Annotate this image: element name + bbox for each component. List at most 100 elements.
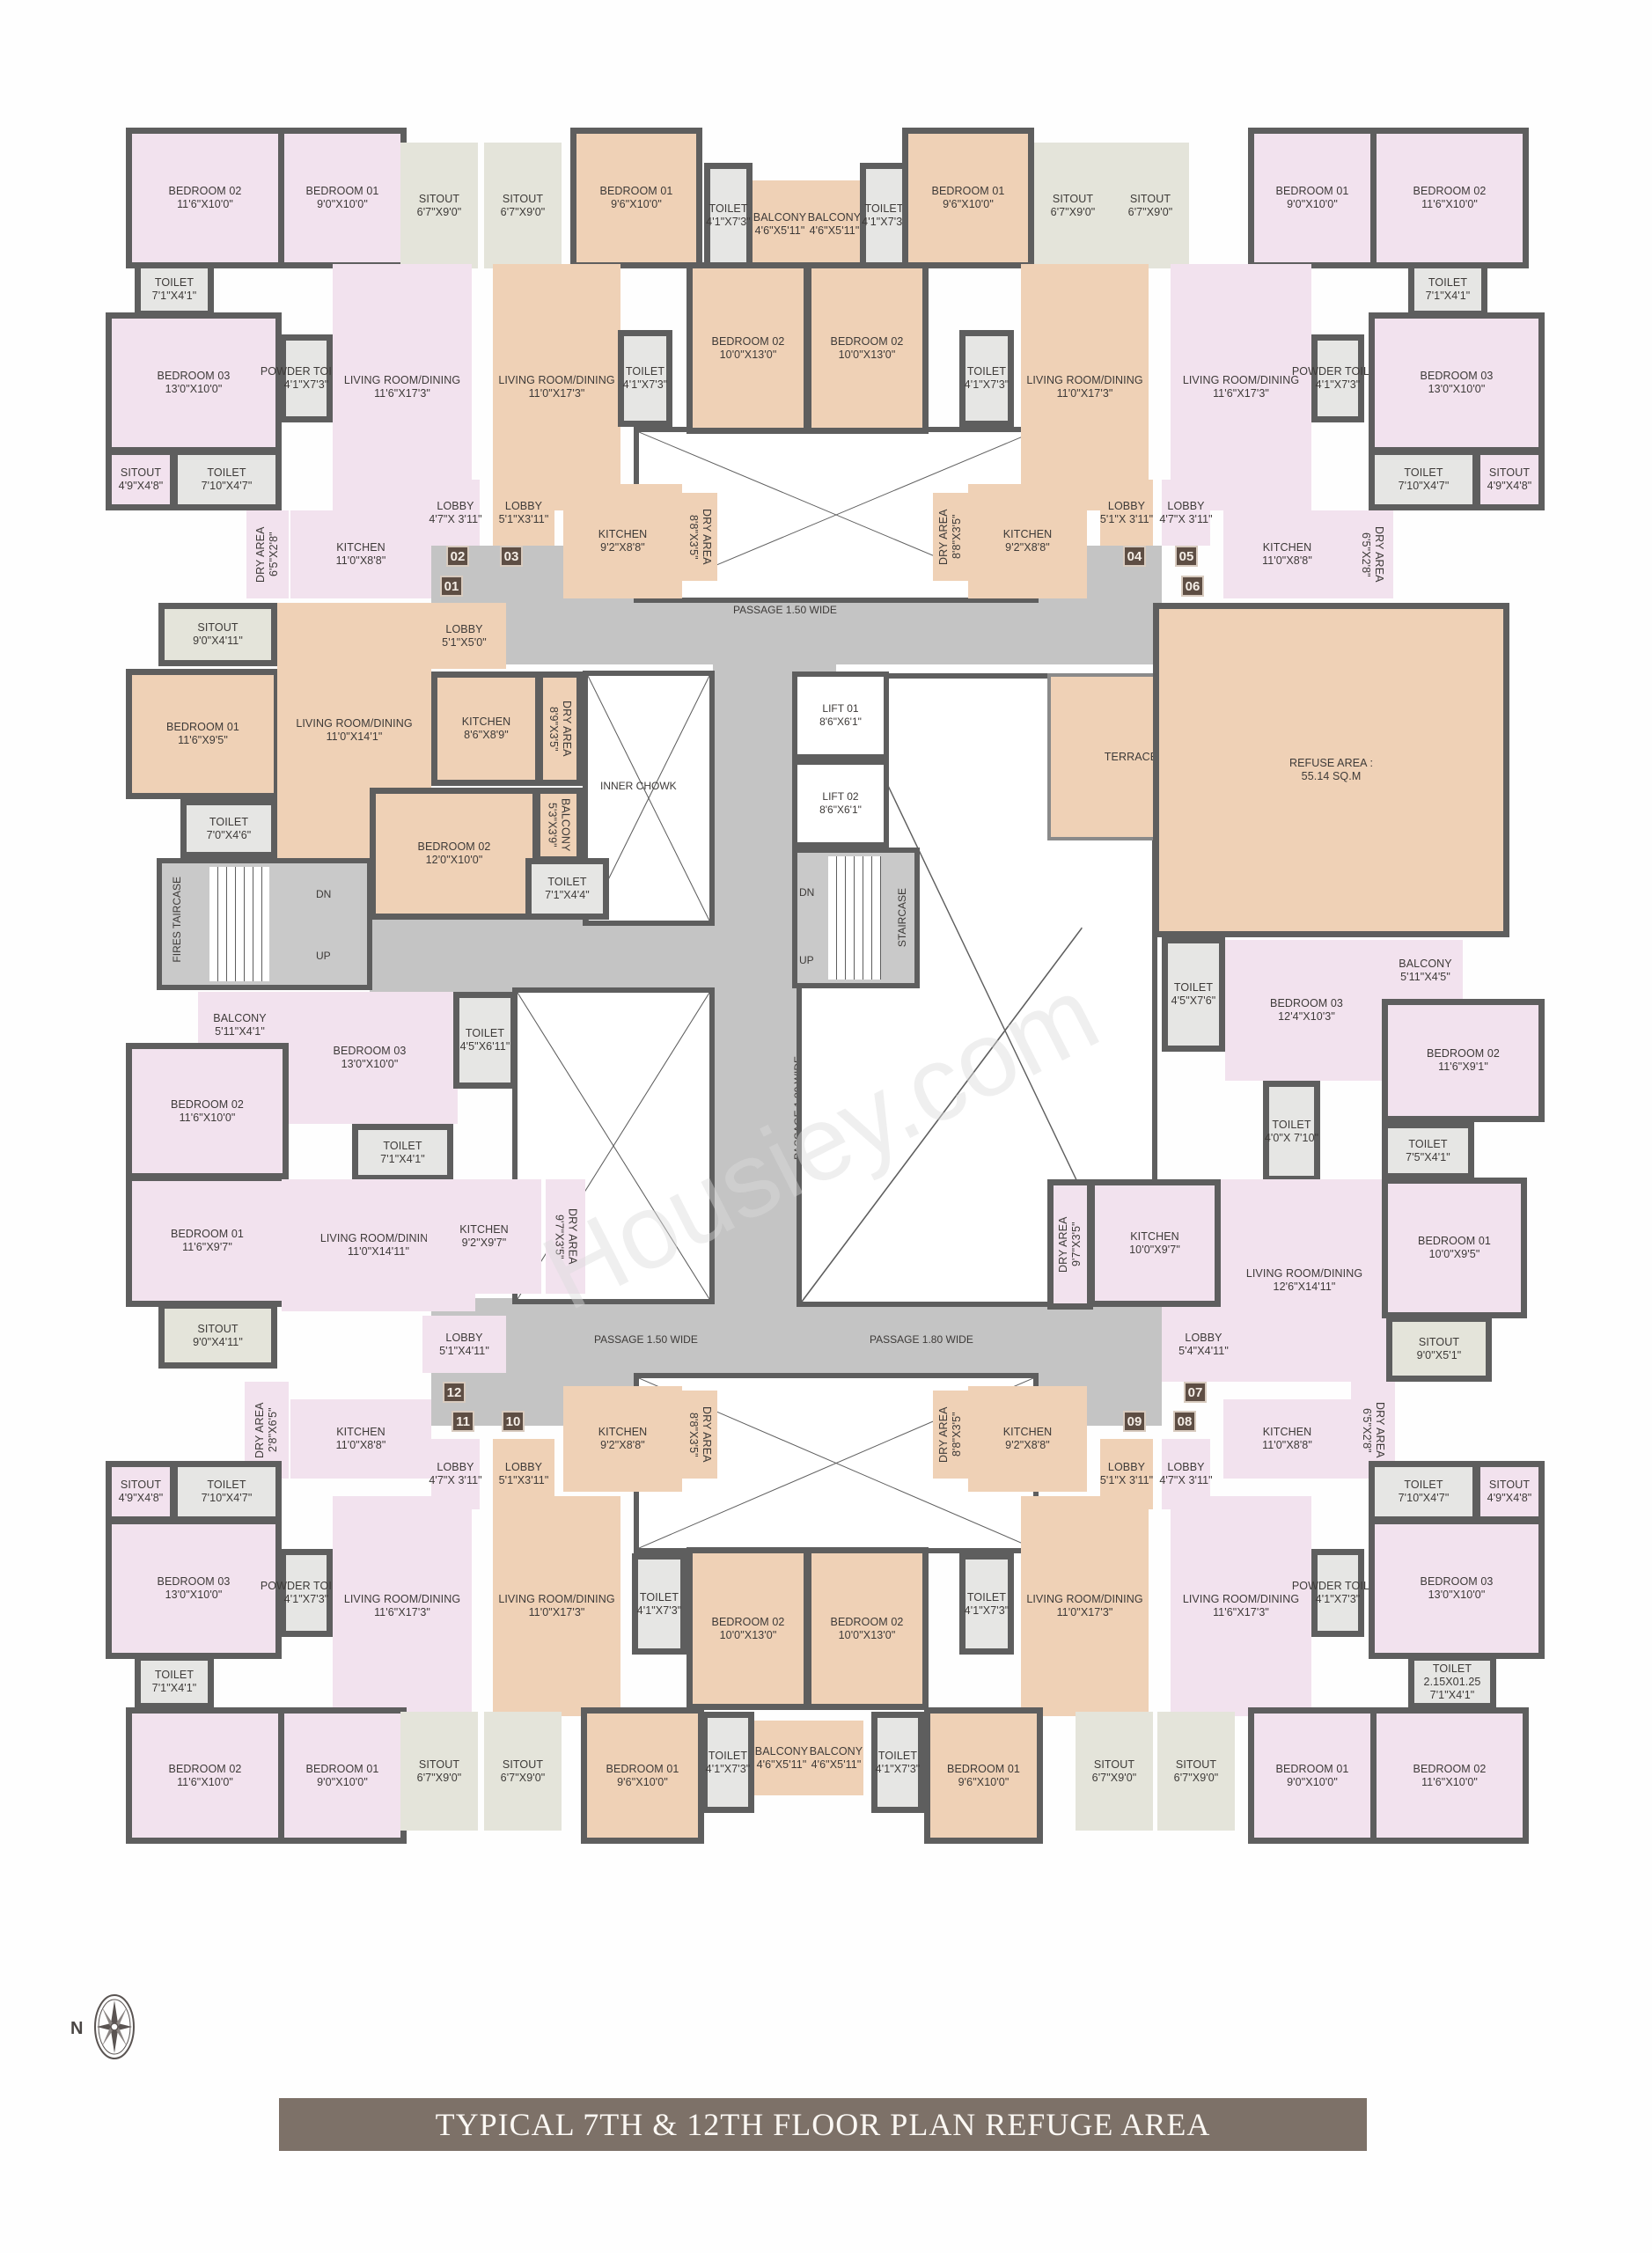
plan-title: TYPICAL 7TH & 12TH FLOOR PLAN REFUGE ARE… — [435, 2107, 1211, 2142]
compass-rose-icon — [93, 1993, 136, 2065]
passage-label-bottom-right: PASSAGE 1.80 WIDE — [870, 1333, 973, 1346]
passage-label-top: PASSAGE 1.50 WIDE — [733, 604, 837, 616]
unit-badge-04: 04 — [1123, 546, 1146, 567]
staircase-label: STAIRCASE — [896, 888, 908, 948]
unit-badge-08: 08 — [1173, 1411, 1196, 1432]
lift-02-dim: 8'6"X6'1" — [819, 804, 862, 816]
unit-badge-10: 10 — [502, 1411, 525, 1432]
unit-badge-07: 07 — [1184, 1382, 1207, 1403]
lift-02-name: LIFT 02 — [822, 790, 859, 803]
void-left-center — [512, 987, 715, 1304]
fire-stair-dn-label: DN — [316, 888, 332, 900]
fire-staircase: FIRES TAIRCASE DN UP — [157, 858, 372, 990]
staircase: STAIRCASE DN UP — [792, 848, 920, 988]
north-compass: N — [70, 1993, 136, 2065]
inner-chowk: INNER CHOWK — [583, 671, 715, 926]
unit-badge-09: 09 — [1123, 1411, 1146, 1432]
unit-badge-01: 01 — [440, 576, 463, 597]
stair-treads — [828, 856, 881, 980]
fire-stair-treads — [209, 867, 269, 981]
stair-dn-label: DN — [799, 886, 815, 899]
north-label: N — [70, 2019, 84, 2038]
passage-label-bottom-left: PASSAGE 1.50 WIDE — [594, 1333, 698, 1346]
unit-badge-12: 12 — [443, 1382, 466, 1403]
unit-badge-05: 05 — [1175, 546, 1198, 567]
